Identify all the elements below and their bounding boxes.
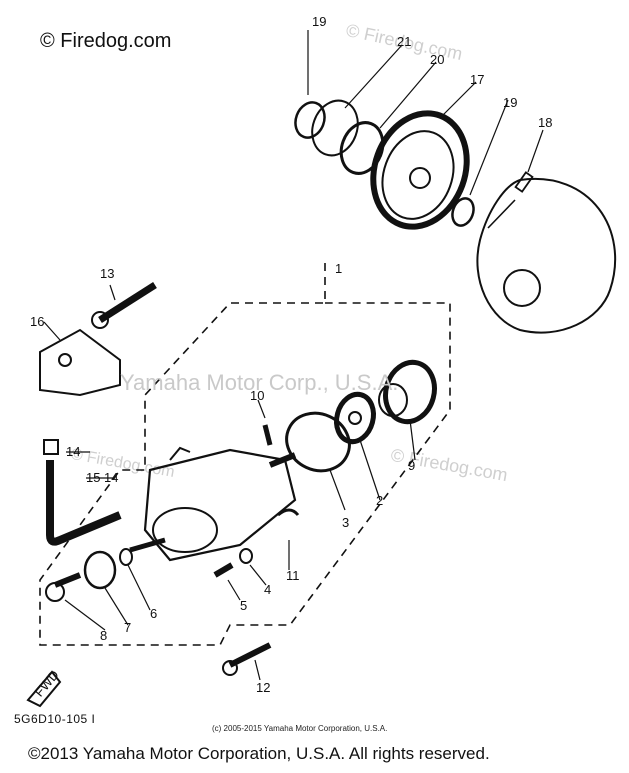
diagram-code: 5G6D10-105 I [14,712,96,726]
callout-4: 4 [264,582,271,597]
callout-8: 8 [100,628,107,643]
gear-17-bore [409,167,431,189]
fwd-label: FWD [31,667,62,699]
callout-19-right: 19 [503,95,517,110]
cover-plate-16 [39,328,121,397]
circlip-19-upper [294,101,326,139]
callout-12: 12 [256,680,270,695]
callout-14: 14 [66,444,80,459]
footer-copyright: ©2013 Yamaha Motor Corporation, U.S.A. A… [28,744,490,763]
overlay-watermark-main: Yamaha Motor Corp., U.S.A. [120,370,399,395]
callout-10: 10 [250,388,264,403]
crankcase-boss [503,269,541,307]
screw-5 [213,562,234,578]
callout-5: 5 [240,598,247,613]
washer-6 [119,548,133,566]
bearing-2 [334,391,376,445]
o-ring-3 [285,411,351,473]
oil-pump-body [143,448,297,562]
callout-1: 1 [335,261,342,276]
hose-clamp-14 [43,439,59,455]
callout-16: 16 [30,314,44,329]
callout-labels: 19 21 20 17 19 18 1 13 16 10 14 15 14 9 … [30,14,552,700]
callout-9: 9 [408,458,415,473]
clip-11 [277,508,300,517]
gear-17-hub [381,130,455,220]
callout-6: 6 [150,606,157,621]
assembly-dashed-outline [39,263,451,646]
oil-pump-housing [152,507,218,553]
hose-15 [46,460,122,546]
callout-15: 15 [86,470,100,485]
callout-13: 13 [100,266,114,281]
nut-7 [83,550,117,590]
callout-20: 20 [430,52,444,67]
callout-17: 17 [470,72,484,87]
callout-14b: 14 [104,470,118,485]
circlip-19-right [451,197,475,227]
callout-7: 7 [124,620,131,635]
callout-18: 18 [538,115,552,130]
crankcase-cover [476,177,617,334]
washer-21 [311,99,359,157]
diagram-copyright: (c) 2005-2015 Yamaha Motor Corporation, … [212,724,388,733]
fwd-arrow [26,670,62,708]
callout-2: 2 [376,493,383,508]
gear-17 [370,110,470,230]
callout-11: 11 [286,568,300,583]
callout-19-top: 19 [312,14,326,29]
bolt-13 [98,282,157,323]
bolt-12 [228,642,272,668]
pin-10 [262,424,273,446]
pin-18 [514,171,534,193]
washer-4 [239,548,253,564]
callout-21: 21 [397,34,411,49]
callout-3: 3 [342,515,349,530]
site-watermark: © Firedog.com [40,30,172,52]
